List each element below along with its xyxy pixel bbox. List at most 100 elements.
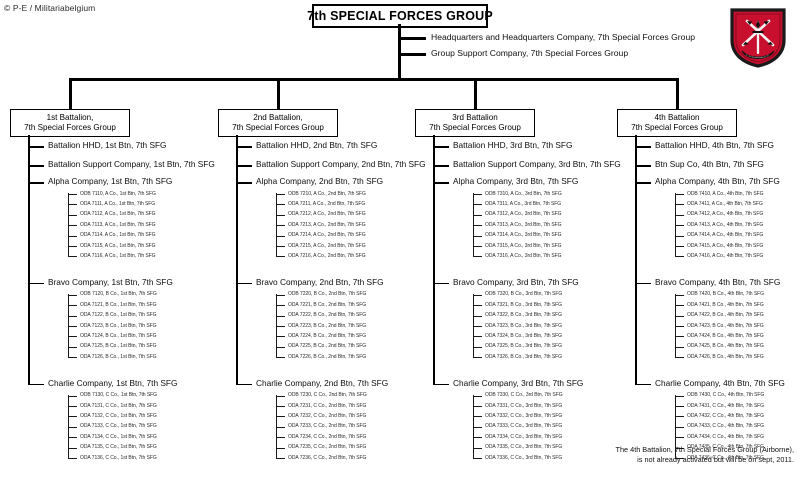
company-label-2[interactable]: Bravo Company, 1st Btn, 7th SFG: [48, 276, 173, 287]
team-label[interactable]: ODA 7211, A Co., 2nd Btn, 7th SFG: [288, 201, 366, 207]
team-label[interactable]: ODA 7433, C Co., 4th Btn, 7th SFG: [687, 423, 765, 430]
team-label[interactable]: ODB 7230, C Co., 2nd Btn, 7th SFG: [288, 392, 367, 399]
team-label[interactable]: ODB 7410, A Co., 4th Btn, 7th SFG: [687, 190, 764, 197]
team-label[interactable]: ODB 7220, B Co., 2nd Btn, 7th SFG: [288, 291, 367, 298]
team-label[interactable]: ODA 7331, C Co., 3rd Btn, 7th SFG: [485, 402, 563, 409]
team-label[interactable]: ODA 7131, C Co., 1st Btn, 7th SFG: [80, 402, 157, 409]
company-label-2[interactable]: Bravo Company, 4th Btn, 7th SFG: [655, 276, 781, 287]
team-label[interactable]: ODA 7411, A Co., 4th Btn, 7th SFG: [687, 201, 763, 207]
team-label[interactable]: ODA 7431, C Co., 4th Btn, 7th SFG: [687, 402, 765, 409]
team-label[interactable]: ODA 7434, C Co., 4th Btn, 7th SFG: [687, 433, 765, 440]
team-label[interactable]: ODB 7430, C Co., 4th Btn, 7th SFG: [687, 392, 765, 399]
team-label[interactable]: ODA 7334, C Co., 3rd Btn, 7th SFG: [485, 433, 563, 440]
team-label[interactable]: ODA 7126, B Co., 1st Btn, 7th SFG: [80, 353, 157, 360]
team-label[interactable]: ODA 7114, A Co., 1st Btn, 7th SFG: [80, 232, 156, 239]
team-label[interactable]: ODB 7310, A Co., 3rd Btn, 7th SFG: [485, 190, 562, 197]
company-label-2[interactable]: Bravo Company, 2nd Btn, 7th SFG: [256, 276, 384, 287]
team-label[interactable]: ODA 7432, C Co., 4th Btn, 7th SFG: [687, 413, 765, 419]
battalion-support-label[interactable]: Battalion Support Company, 2nd Btn, 7th …: [256, 159, 426, 169]
team-label[interactable]: ODA 7134, C Co., 1st Btn, 7th SFG: [80, 433, 157, 440]
team-label[interactable]: ODA 7424, B Co., 4th Btn, 7th SFG: [687, 333, 764, 339]
company-label-3[interactable]: Charlie Company, 3rd Btn, 7th SFG: [453, 377, 584, 388]
team-label[interactable]: ODA 7414, A Co., 4th Btn, 7th SFG: [687, 232, 764, 239]
team-label[interactable]: ODA 7231, C Co., 2nd Btn, 7th SFG: [288, 402, 367, 409]
battalion-support-label[interactable]: Battalion Support Company, 3rd Btn, 7th …: [453, 159, 621, 169]
team-label[interactable]: ODA 7416, A Co., 4th Btn, 7th SFG: [687, 253, 764, 259]
team-label[interactable]: ODA 7336, C Co., 3rd Btn, 7th SFG: [485, 454, 563, 461]
team-label[interactable]: ODA 7216, A Co., 2nd Btn, 7th SFG: [288, 253, 366, 259]
battalion-support-label[interactable]: Battalion Support Company, 1st Btn, 7th …: [48, 159, 215, 169]
team-label[interactable]: ODA 7135, C Co., 1st Btn, 7th SFG: [80, 444, 157, 451]
team-label[interactable]: ODB 7320, B Co., 3rd Btn, 7th SFG: [485, 291, 563, 298]
team-label[interactable]: ODA 7423, B Co., 4th Btn, 7th SFG: [687, 322, 764, 329]
team-label[interactable]: ODA 7324, B Co., 3rd Btn, 7th SFG: [485, 333, 563, 339]
team-label[interactable]: ODA 7234, C Co., 2nd Btn, 7th SFG: [288, 433, 367, 440]
team-label[interactable]: ODB 7120, B Co., 1st Btn, 7th SFG: [80, 291, 157, 298]
team-label[interactable]: ODA 7422, B Co., 4th Btn, 7th SFG: [687, 312, 764, 319]
team-label[interactable]: ODB 7130, C Co., 1st Btn, 7th SFG: [80, 392, 157, 399]
team-label[interactable]: ODA 7223, B Co., 2nd Btn, 7th SFG: [288, 322, 367, 329]
team-label[interactable]: ODA 7426, B Co., 4th Btn, 7th SFG: [687, 353, 764, 360]
team-label[interactable]: ODA 7214, A Co., 2nd Btn, 7th SFG: [288, 232, 366, 239]
team-label[interactable]: ODA 7121, B Co., 1st Btn, 7th SFG: [80, 301, 157, 308]
team-label[interactable]: ODA 7116, A Co., 1st Btn, 7th SFG: [80, 253, 156, 259]
team-label[interactable]: ODA 7425, B Co., 4th Btn, 7th SFG: [687, 343, 764, 350]
team-label[interactable]: ODA 7212, A Co., 2nd Btn, 7th SFG: [288, 211, 366, 218]
team-label[interactable]: ODA 7124, B Co., 1st Btn, 7th SFG: [80, 333, 157, 339]
team-label[interactable]: ODA 7225, B Co., 2nd Btn, 7th SFG: [288, 343, 367, 350]
team-label[interactable]: ODA 7233, C Co., 2nd Btn, 7th SFG: [288, 423, 367, 430]
team-label[interactable]: ODA 7113, A Co., 1st Btn, 7th SFG: [80, 221, 156, 228]
team-label[interactable]: ODA 7213, A Co., 2nd Btn, 7th SFG: [288, 221, 366, 228]
company-label-3[interactable]: Charlie Company, 2nd Btn, 7th SFG: [256, 377, 389, 388]
team-label[interactable]: ODA 7335, C Co., 3rd Btn, 7th SFG: [485, 444, 563, 451]
team-label[interactable]: ODA 7314, A Co., 3rd Btn, 7th SFG: [485, 232, 562, 239]
company-label-1[interactable]: Alpha Company, 1st Btn, 7th SFG: [48, 176, 173, 186]
team-label[interactable]: ODB 7420, B Co., 4th Btn, 7th SFG: [687, 291, 765, 298]
team-label[interactable]: ODA 7111, A Co., 1st Btn, 7th SFG: [80, 201, 156, 207]
team-label[interactable]: ODA 7333, C Co., 3rd Btn, 7th SFG: [485, 423, 563, 430]
team-label[interactable]: ODA 7435, C Co., 4th Btn, 7th SFG: [687, 444, 765, 451]
team-label[interactable]: ODA 7321, B Co., 3rd Btn, 7th SFG: [485, 301, 563, 308]
team-label[interactable]: ODA 7215, A Co., 2nd Btn, 7th SFG: [288, 242, 366, 249]
team-label[interactable]: ODA 7436, C Co., 4th Btn, 7th SFG: [687, 454, 765, 461]
company-label-1[interactable]: Alpha Company, 3rd Btn, 7th SFG: [453, 176, 579, 186]
team-label[interactable]: ODA 7222, B Co., 2nd Btn, 7th SFG: [288, 312, 367, 319]
team-label[interactable]: ODA 7122, B Co., 1st Btn, 7th SFG: [80, 312, 157, 319]
team-label[interactable]: ODA 7413, A Co., 4th Btn, 7th SFG: [687, 221, 764, 228]
team-label[interactable]: ODA 7412, A Co., 4th Btn, 7th SFG: [687, 211, 764, 218]
battalion-hhd-label[interactable]: Battalion HHD, 3rd Btn, 7th SFG: [453, 140, 573, 150]
team-label[interactable]: ODA 7221, B Co., 2nd Btn, 7th SFG: [288, 301, 367, 308]
team-label[interactable]: ODB 7210, A Co., 2nd Btn, 7th SFG: [288, 190, 366, 197]
team-label[interactable]: ODA 7236, C Co., 2nd Btn, 7th SFG: [288, 454, 367, 461]
team-label[interactable]: ODA 7415, A Co., 4th Btn, 7th SFG: [687, 242, 764, 249]
team-label[interactable]: ODA 7311, A Co., 3rd Btn, 7th SFG: [485, 201, 562, 207]
team-label[interactable]: ODA 7133, C Co., 1st Btn, 7th SFG: [80, 423, 157, 430]
battalion-hhd-label[interactable]: Battalion HHD, 4th Btn, 7th SFG: [655, 140, 774, 150]
team-label[interactable]: ODA 7132, C Co., 1st Btn, 7th SFG: [80, 413, 157, 419]
team-label[interactable]: ODA 7226, B Co., 2nd Btn, 7th SFG: [288, 353, 367, 360]
team-label[interactable]: ODA 7123, B Co., 1st Btn, 7th SFG: [80, 322, 157, 329]
company-label-1[interactable]: Alpha Company, 4th Btn, 7th SFG: [655, 176, 780, 186]
team-label[interactable]: ODA 7136, C Co., 1st Btn, 7th SFG: [80, 454, 157, 461]
team-label[interactable]: ODA 7322, B Co., 3rd Btn, 7th SFG: [485, 312, 563, 319]
team-label[interactable]: ODB 7110, A Co., 1st Btn, 7th SFG: [80, 190, 156, 197]
team-label[interactable]: ODA 7313, A Co., 3rd Btn, 7th SFG: [485, 221, 562, 228]
team-label[interactable]: ODA 7232, C Co., 2nd Btn, 7th SFG: [288, 413, 367, 419]
company-label-2[interactable]: Bravo Company, 3rd Btn, 7th SFG: [453, 276, 579, 287]
company-label-3[interactable]: Charlie Company, 1st Btn, 7th SFG: [48, 377, 178, 388]
team-label[interactable]: ODA 7112, A Co., 1st Btn, 7th SFG: [80, 211, 156, 218]
battalion-box-1[interactable]: 1st Battalion,7th Special Forces Group: [10, 109, 130, 137]
team-label[interactable]: ODA 7224, B Co., 2nd Btn, 7th SFG: [288, 333, 367, 339]
team-label[interactable]: ODA 7316, A Co., 3rd Btn, 7th SFG: [485, 253, 562, 259]
battalion-hhd-label[interactable]: Battalion HHD, 2nd Btn, 7th SFG: [256, 140, 378, 150]
team-label[interactable]: ODA 7125, B Co., 1st Btn, 7th SFG: [80, 343, 157, 350]
team-label[interactable]: ODA 7325, B Co., 3rd Btn, 7th SFG: [485, 343, 563, 350]
team-label[interactable]: ODA 7323, B Co., 3rd Btn, 7th SFG: [485, 322, 563, 329]
battalion-hhd-label[interactable]: Battalion HHD, 1st Btn, 7th SFG: [48, 140, 167, 150]
company-label-1[interactable]: Alpha Company, 2nd Btn, 7th SFG: [256, 176, 384, 186]
team-label[interactable]: ODA 7326, B Co., 3rd Btn, 7th SFG: [485, 353, 563, 360]
team-label[interactable]: ODA 7332, C Co., 3rd Btn, 7th SFG: [485, 413, 563, 419]
team-label[interactable]: ODA 7421, B Co., 4th Btn, 7th SFG: [687, 301, 764, 308]
